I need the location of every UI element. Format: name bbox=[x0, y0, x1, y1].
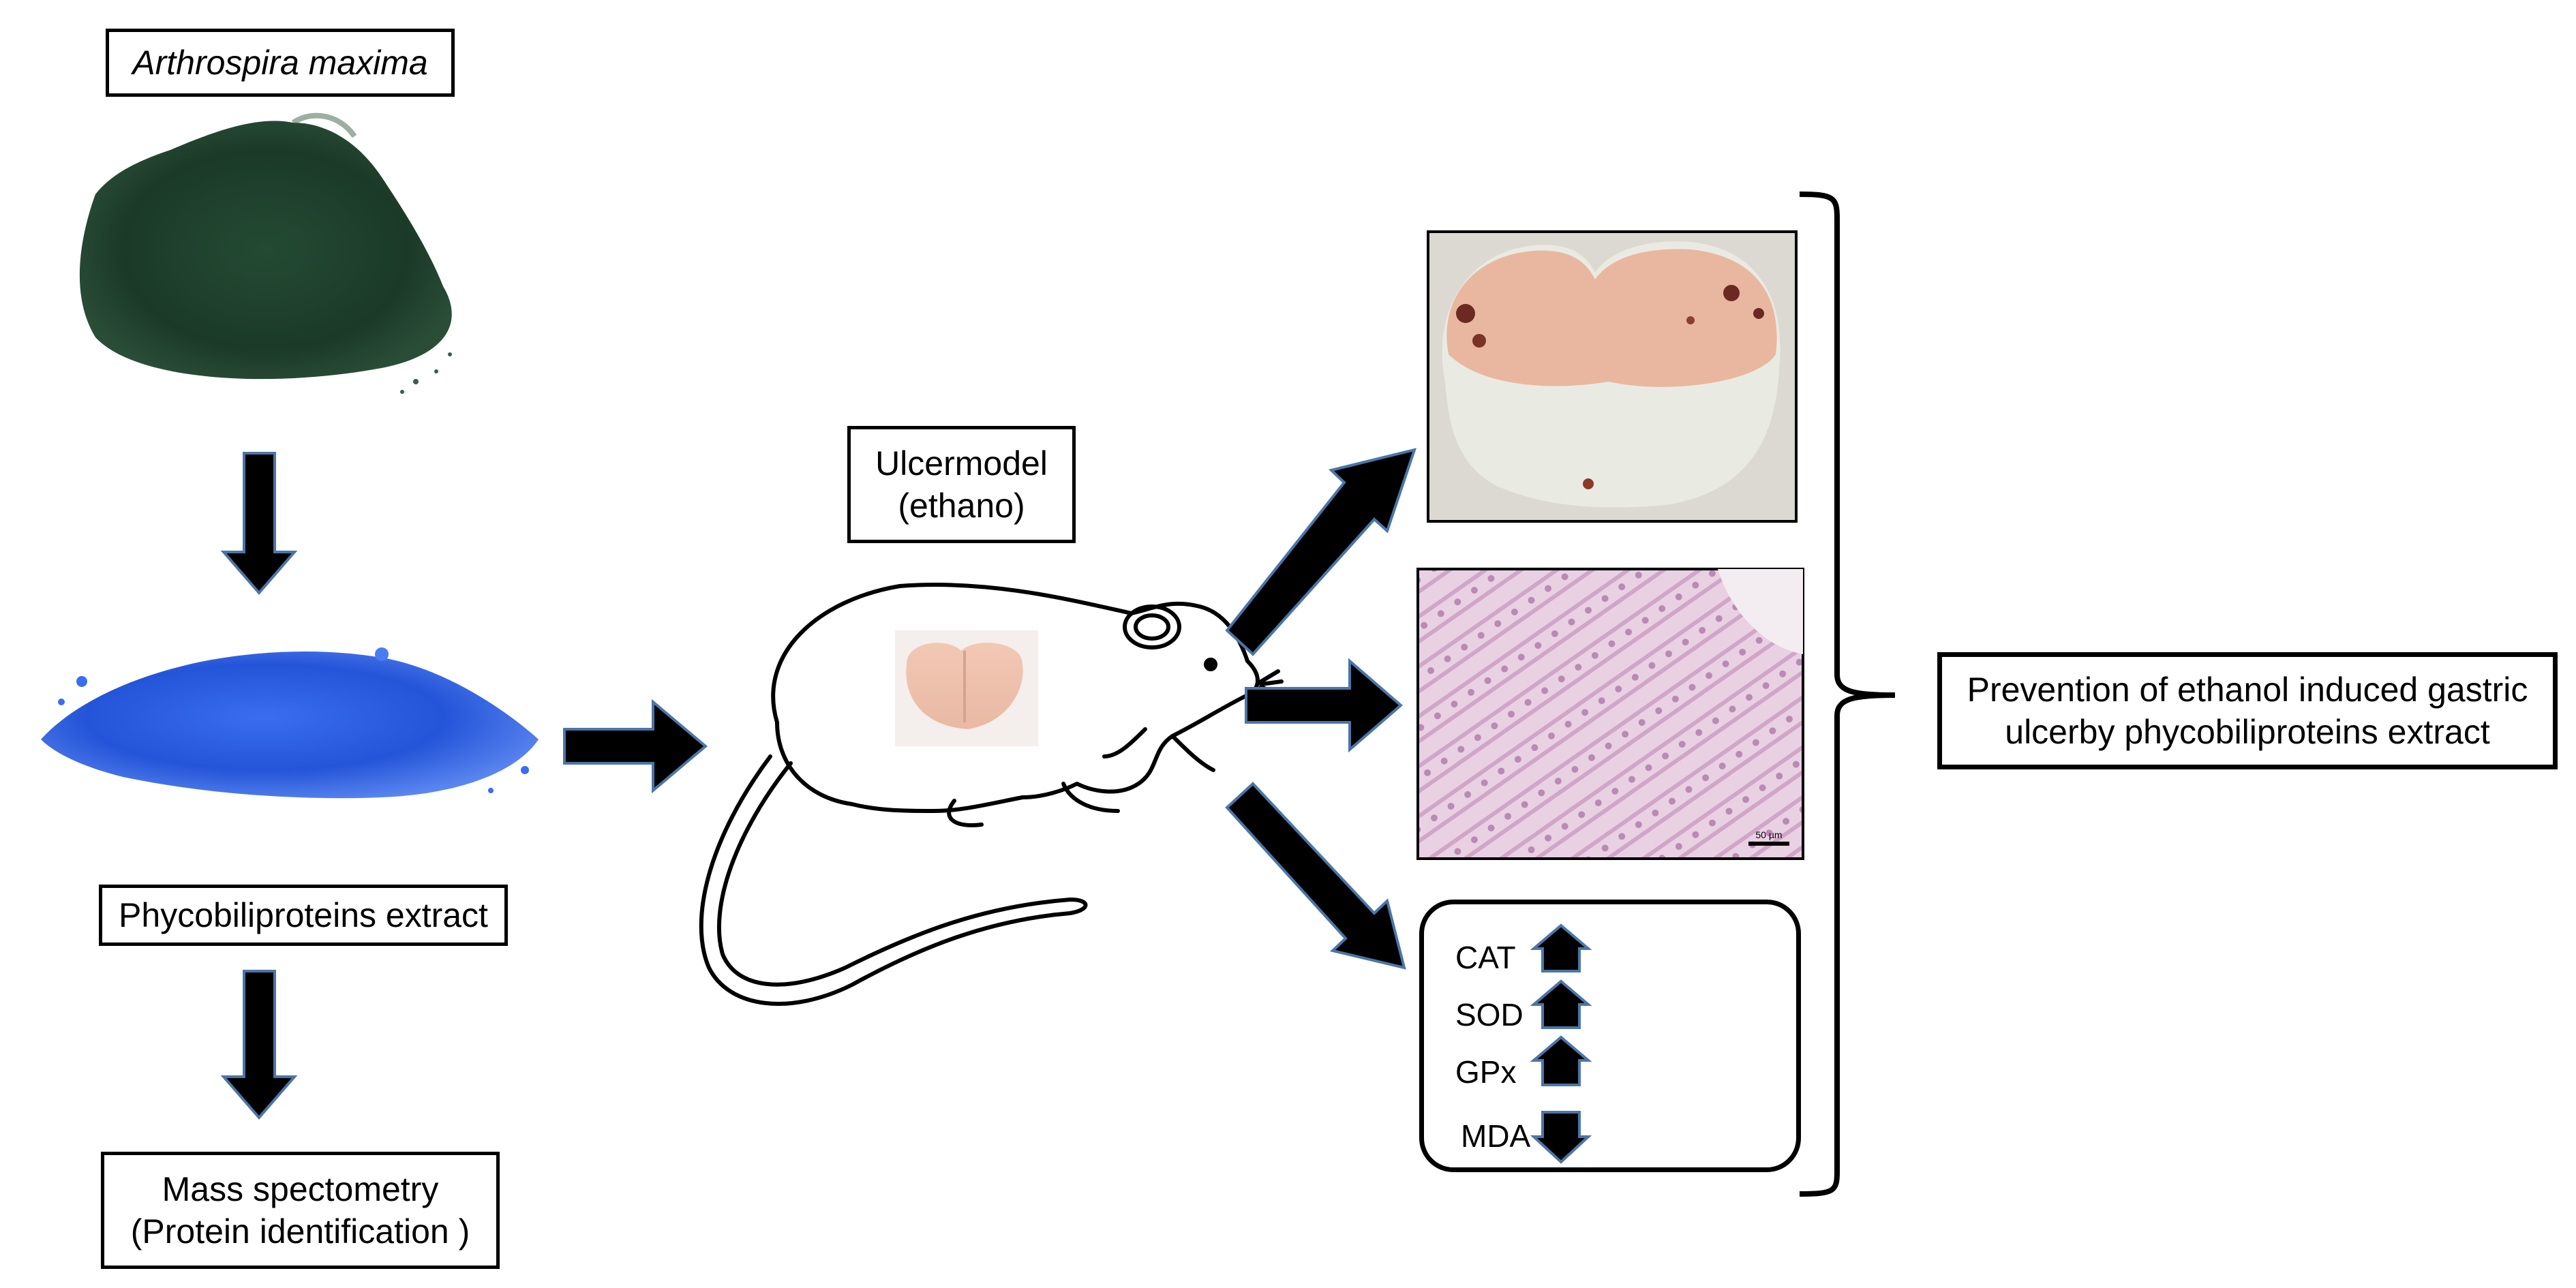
spirulina-powder-image bbox=[79, 112, 452, 394]
arrow-rat-to-histology bbox=[1245, 658, 1404, 753]
histology-micrograph: 50 µm bbox=[1416, 568, 1804, 860]
mass-spec-line1: Mass spectometry bbox=[162, 1169, 439, 1208]
marker-gpx-label: GPx bbox=[1455, 1054, 1517, 1090]
source-organism-text: Arthrospira maxima bbox=[132, 43, 428, 82]
phycobiliprotein-powder-image bbox=[41, 647, 539, 799]
stomach-macroscopic-photo bbox=[1427, 230, 1798, 523]
extract-label: Phycobiliproteins extract bbox=[99, 885, 508, 946]
conclusion-line1: Prevention of ethanol induced gastric bbox=[1967, 670, 2528, 709]
marker-cat-label: CAT bbox=[1455, 940, 1516, 975]
ulcer-model-label: Ulcermodel (ethano) bbox=[847, 426, 1076, 543]
arrow-rat-to-biomarkers bbox=[1225, 782, 1406, 970]
arrow-extract-to-rat bbox=[563, 699, 708, 794]
scale-bar-label: 50 µm bbox=[1755, 829, 1782, 840]
arrow-extract-to-mass-spec bbox=[220, 970, 298, 1120]
ulcer-model-line2: (ethano) bbox=[898, 487, 1025, 525]
source-organism-label: Arthrospira maxima bbox=[106, 29, 455, 97]
arrow-powder-to-extract bbox=[220, 452, 298, 596]
conclusion-line2: ulcerby phycobiliproteins extract bbox=[2005, 713, 2490, 751]
mass-spectrometry-label: Mass spectometry (Protein identification… bbox=[101, 1152, 500, 1269]
biomarker-box bbox=[1419, 900, 1801, 1172]
extract-text: Phycobiliproteins extract bbox=[119, 895, 488, 934]
ulcerated-stomach-inset-photo bbox=[895, 630, 1038, 746]
grouping-bracket bbox=[1799, 191, 1896, 1197]
marker-sod-label: SOD bbox=[1455, 997, 1524, 1032]
conclusion-label: Prevention of ethanol induced gastric ul… bbox=[1937, 652, 2558, 769]
ulcer-model-line1: Ulcermodel bbox=[875, 444, 1048, 482]
marker-mda-label: MDA bbox=[1461, 1118, 1531, 1154]
mass-spec-line2: (Protein identification ) bbox=[130, 1212, 470, 1251]
arrow-rat-to-stomach-photo bbox=[1225, 448, 1417, 656]
